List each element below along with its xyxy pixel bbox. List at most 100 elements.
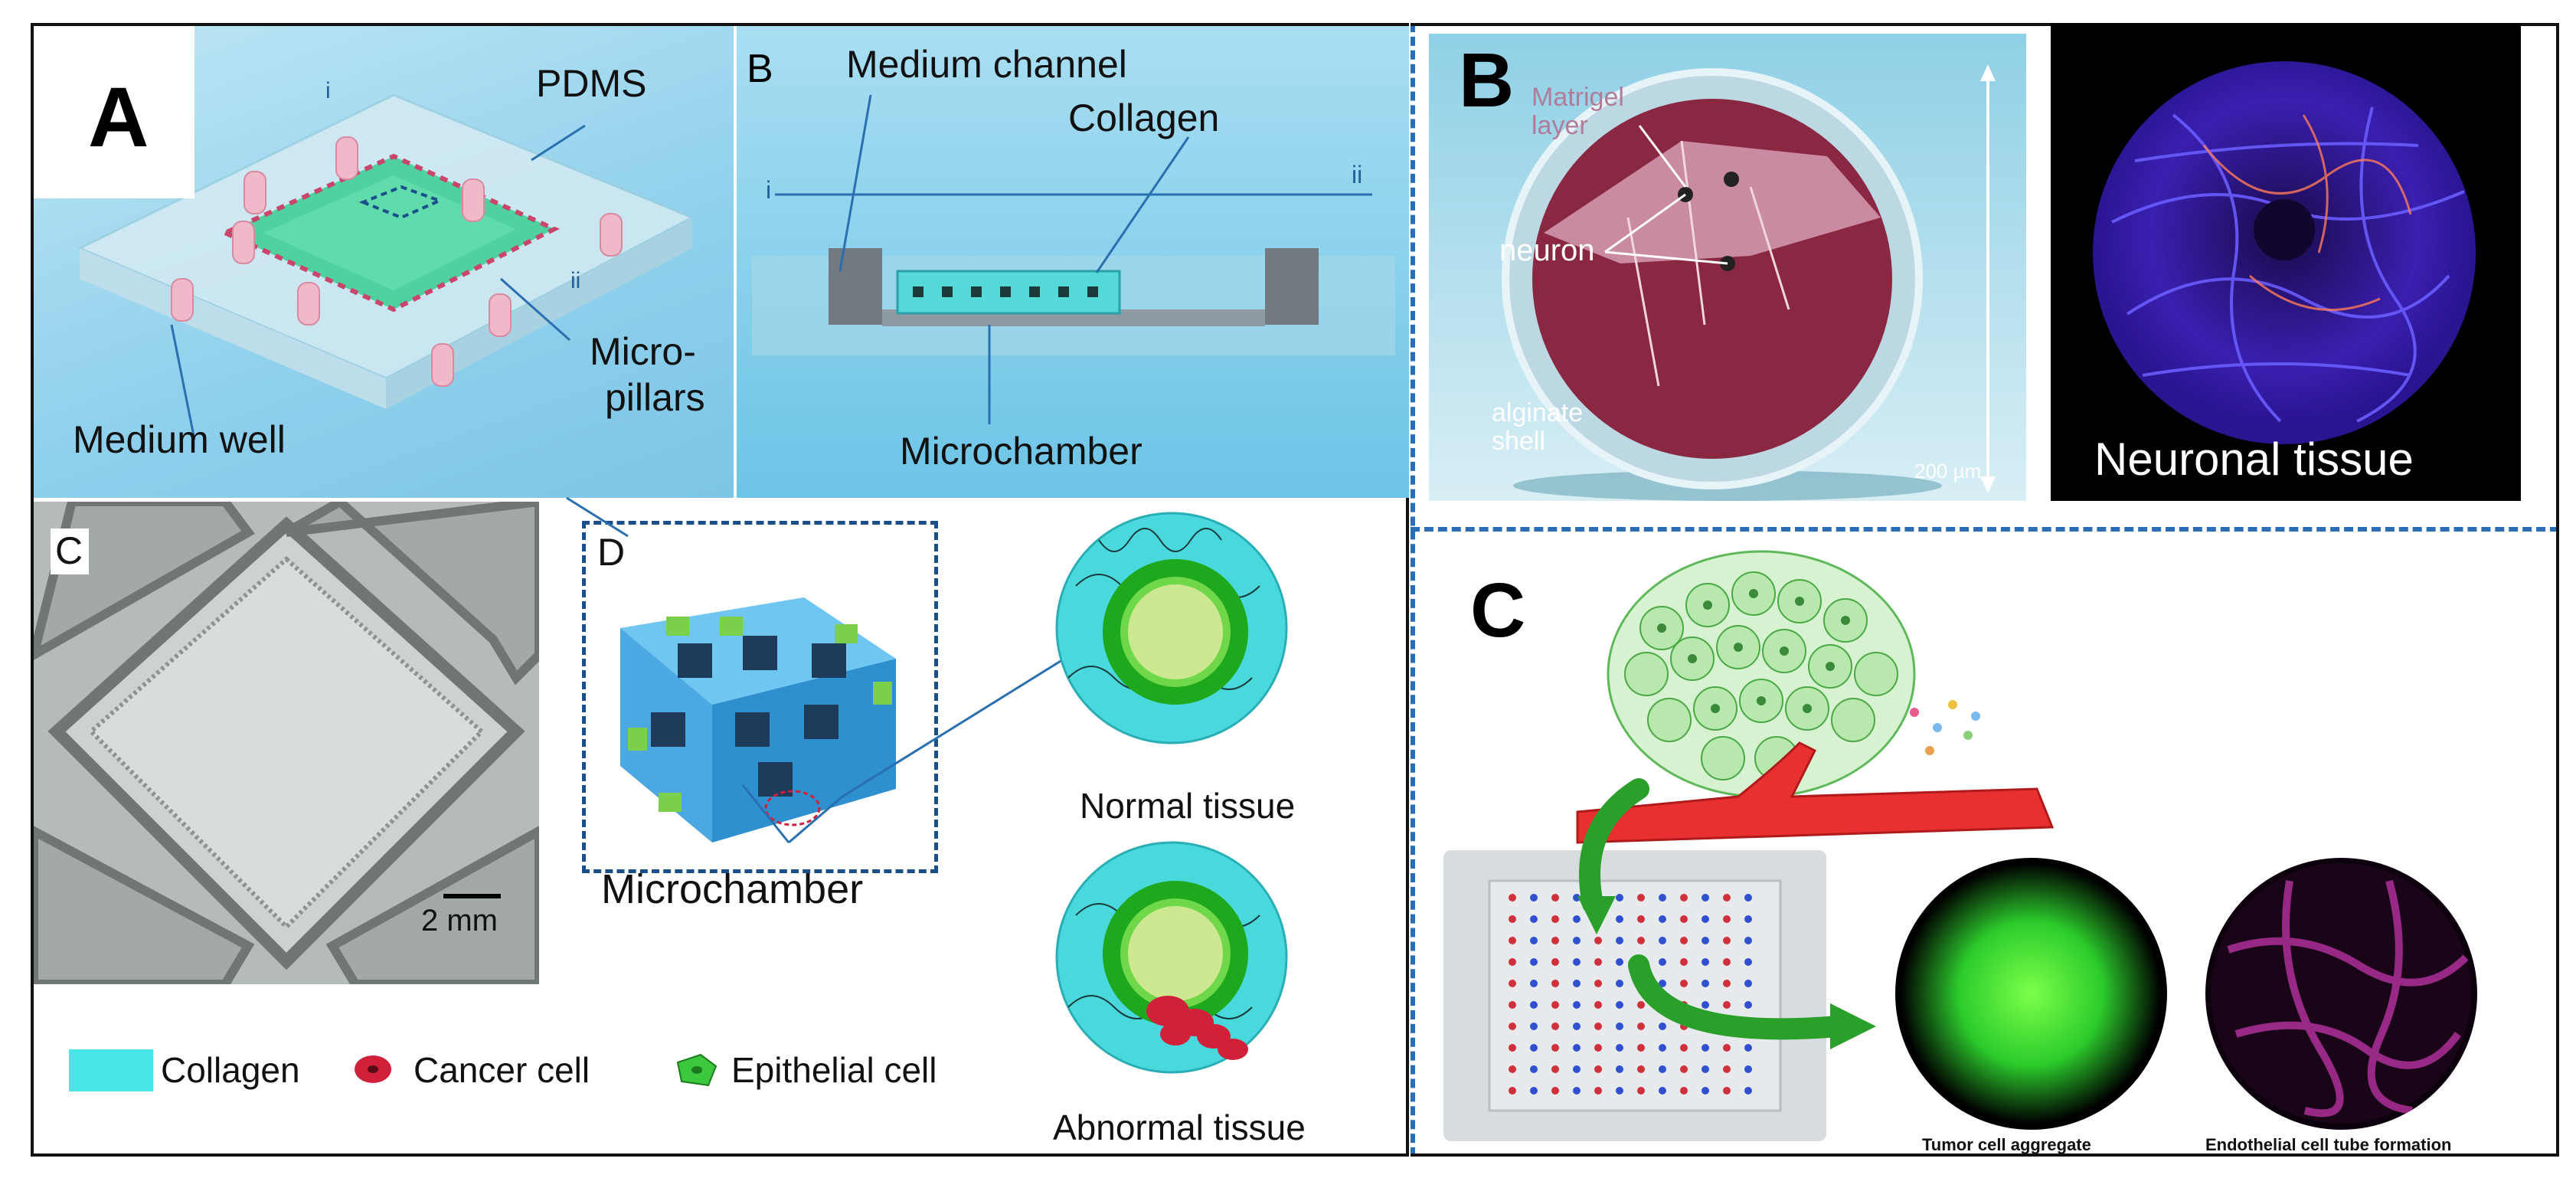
neuronal-tissue-label: Neuronal tissue <box>2094 434 2414 485</box>
panel-a-letter: A <box>88 70 149 165</box>
microwell-dot <box>1616 958 1623 966</box>
panel-c-letter-box <box>51 528 89 574</box>
microwell-dot <box>1659 894 1666 901</box>
microchamber-label-d: Microchamber <box>601 866 864 912</box>
microwell-dot <box>1659 937 1666 944</box>
microwell-dot <box>1530 915 1538 923</box>
microwell-dot <box>1723 1044 1731 1052</box>
microwell-dot <box>1616 980 1623 987</box>
microwell-dot <box>1680 1044 1688 1052</box>
microwell-dot <box>1723 980 1731 987</box>
legend-collagen-label: Collagen <box>161 1050 300 1090</box>
microwell-dot <box>1551 980 1559 987</box>
microwell-dot <box>1509 958 1516 966</box>
microwell-dot <box>1530 1023 1538 1030</box>
microwell-dot <box>1509 937 1516 944</box>
microwell-dot <box>1744 1044 1752 1052</box>
microwell-dot <box>1637 1001 1645 1009</box>
microwell-dot <box>1551 1023 1559 1030</box>
microwell-dot <box>1744 1065 1752 1073</box>
microwell-dot <box>1530 937 1538 944</box>
neuron-fluorescence <box>2093 61 2476 444</box>
microwell-dot <box>1680 915 1688 923</box>
panel-c-micrograph <box>34 502 539 984</box>
microwell-dot <box>1594 1087 1602 1095</box>
microwell-dot <box>1509 1044 1516 1052</box>
collagen-label-b: Collagen <box>1068 97 1220 139</box>
microwell-dot <box>1594 1044 1602 1052</box>
microwell-dot <box>1702 980 1709 987</box>
tumor-aggregate-svg <box>1901 863 2161 1124</box>
microwell-dot <box>1723 1087 1731 1095</box>
microwell-dot <box>1530 1044 1538 1052</box>
microwell-dot <box>1509 1023 1516 1030</box>
panel-a-letter-box <box>34 26 195 198</box>
microwell-dot <box>1680 1065 1688 1073</box>
microwell-dot <box>1702 915 1709 923</box>
microwell-dot <box>1616 1087 1623 1095</box>
microwell-dot <box>1509 1065 1516 1073</box>
microwell-dot <box>1530 958 1538 966</box>
microwell-dot <box>1530 1001 1538 1009</box>
microwell-dot <box>1551 937 1559 944</box>
pdms-chip-illustration <box>77 93 695 440</box>
microwell-dot <box>1594 1001 1602 1009</box>
microwell-dot <box>1573 915 1581 923</box>
microwell-dot <box>1616 1044 1623 1052</box>
legend-cancer-cell-icon <box>352 1053 394 1085</box>
microwell-dot <box>1744 958 1752 966</box>
panel-d-letter: D <box>597 531 626 574</box>
microwell-dot <box>1573 1087 1581 1095</box>
microwell-dot <box>1616 1023 1623 1030</box>
microwell-dot <box>1723 894 1731 901</box>
cross-section-illustration <box>752 94 1395 424</box>
microwell-dot <box>1702 1001 1709 1009</box>
microwell-dot <box>1637 915 1645 923</box>
normal-tissue-diagram <box>1053 509 1290 747</box>
normal-tissue-circle <box>1055 512 1288 744</box>
microwell-dot <box>1594 1023 1602 1030</box>
scale-bar-label-c: 2 mm <box>421 904 498 937</box>
microwell-dot <box>1573 1001 1581 1009</box>
microwell-dot <box>1616 1001 1623 1009</box>
micropillars-label-line1: Micro- <box>590 330 696 373</box>
microscope-image <box>34 502 539 984</box>
microwell-array-chip <box>1443 850 1826 1141</box>
microwell-dot <box>1702 1087 1709 1095</box>
matrigel-label-line2: layer <box>1532 111 1588 140</box>
microwell-dot <box>1573 1065 1581 1073</box>
microwell-dot <box>1573 980 1581 987</box>
tumor-vessel-illustration <box>1547 536 2083 858</box>
abnormal-tissue-circle <box>1055 841 1288 1074</box>
microwell-dot <box>1594 958 1602 966</box>
microwell-dot <box>1680 894 1688 901</box>
microwell-dot <box>1573 958 1581 966</box>
microwell-dot <box>1702 894 1709 901</box>
legend-epithelial-cell-label: Epithelial cell <box>731 1050 937 1090</box>
microwell-dot <box>1573 894 1581 901</box>
microwell-dot <box>1723 915 1731 923</box>
pdms-label: PDMS <box>536 62 647 105</box>
panel-d-cube <box>605 551 911 843</box>
section-ii-label-b: ii <box>1352 161 1363 188</box>
microwell-dot <box>1659 915 1666 923</box>
microwell-dot <box>1744 980 1752 987</box>
microwell-dot <box>1659 1044 1666 1052</box>
microwell-dot <box>1637 937 1645 944</box>
microwell-dot <box>1573 1023 1581 1030</box>
microwell-dot <box>1637 1023 1645 1030</box>
matrigel-label-line1: Matrigel <box>1532 83 1624 112</box>
microwell-dot <box>1509 915 1516 923</box>
alginate-label-line1: alginate <box>1492 398 1584 427</box>
section-i-label-b: i <box>766 176 772 204</box>
microcapsule-illustration <box>1502 64 1996 501</box>
left-figure-frame <box>31 23 1409 1157</box>
microwell-dot <box>1659 1087 1666 1095</box>
microwell-dot <box>1744 1001 1752 1009</box>
abnormal-tissue-label: Abnormal tissue <box>1053 1108 1306 1147</box>
microwell-dot <box>1723 937 1731 944</box>
panel-b-left <box>734 26 1409 498</box>
microwell-dot <box>1530 1087 1538 1095</box>
microwell-dot <box>1509 1001 1516 1009</box>
microwell-dot <box>1530 1065 1538 1073</box>
